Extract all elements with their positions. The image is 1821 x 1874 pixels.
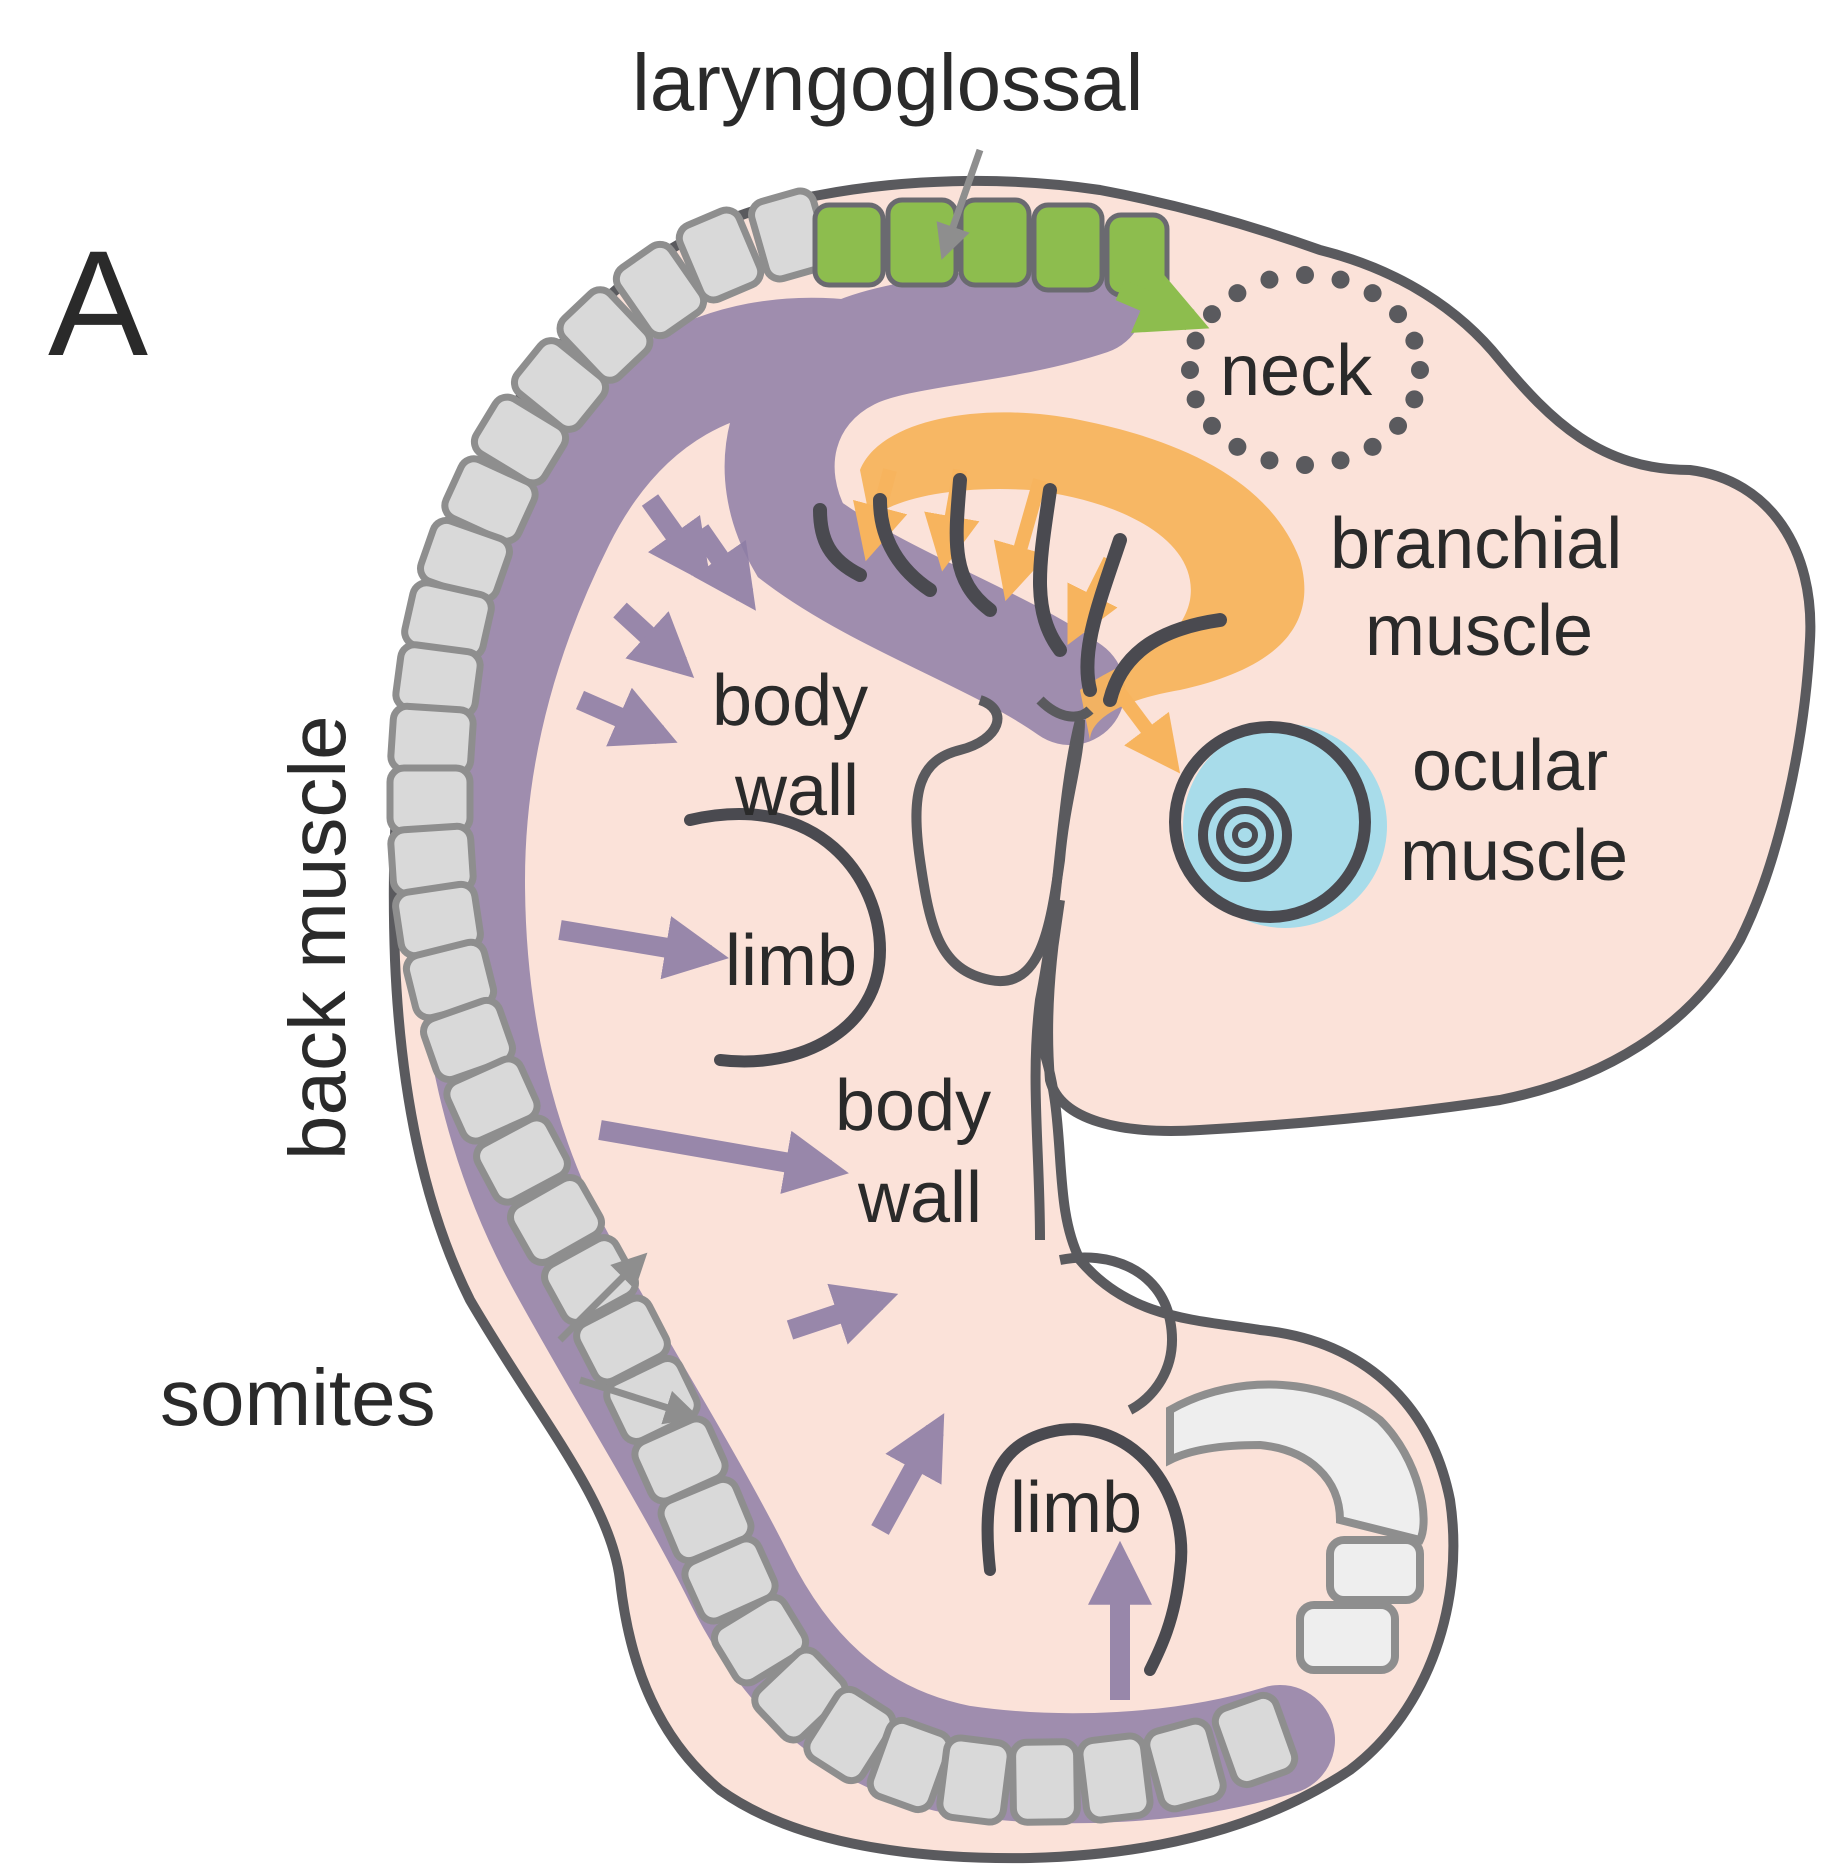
neck-dot <box>1203 305 1221 323</box>
neck-dot <box>1260 451 1278 469</box>
label-limb-upper: limb <box>725 921 857 1001</box>
label-branchial-line1: branchial <box>1330 504 1622 584</box>
neck-dot <box>1332 451 1350 469</box>
label-body-wall-upper-line1: body <box>712 661 868 741</box>
label-ocular-line2: muscle <box>1400 816 1628 896</box>
laryngoglossal-somites <box>815 200 1167 295</box>
neck-dot <box>1228 438 1246 456</box>
label-branchial-line2: muscle <box>1365 591 1593 671</box>
neck-dot <box>1332 271 1350 289</box>
somite-block <box>1078 1734 1151 1821</box>
neck-dot <box>1203 417 1221 435</box>
eye <box>1175 724 1387 928</box>
somite-block <box>1012 1742 1077 1823</box>
label-neck: neck <box>1220 331 1373 411</box>
neck-dot <box>1405 332 1423 350</box>
label-back-muscle: back muscle <box>273 715 362 1160</box>
neck-dot <box>1181 361 1199 379</box>
label-body-wall-lower-line1: body <box>835 1066 991 1146</box>
neck-dot <box>1296 456 1314 474</box>
label-ocular-line1: ocular <box>1412 726 1608 806</box>
neck-dot <box>1411 361 1429 379</box>
label-body-wall-upper-line2: wall <box>734 751 859 831</box>
neck-dot <box>1389 417 1407 435</box>
neck-dot <box>1296 266 1314 284</box>
panel-label: A <box>48 219 148 387</box>
label-body-wall-lower-line2: wall <box>857 1158 982 1238</box>
neck-dot <box>1260 271 1278 289</box>
neck-dot <box>1187 332 1205 350</box>
label-laryngoglossal: laryngoglossal <box>632 38 1143 127</box>
neck-dot <box>1228 284 1246 302</box>
neck-dot <box>1364 284 1382 302</box>
somite-block <box>938 1736 1011 1823</box>
neck-dot <box>1364 438 1382 456</box>
label-somites: somites <box>160 1353 436 1442</box>
neck-dot <box>1405 390 1423 408</box>
neck-dot <box>1389 305 1407 323</box>
label-limb-lower: limb <box>1010 1468 1142 1548</box>
somite-block <box>390 705 474 774</box>
neck-dot <box>1187 390 1205 408</box>
somite-block <box>390 768 470 832</box>
